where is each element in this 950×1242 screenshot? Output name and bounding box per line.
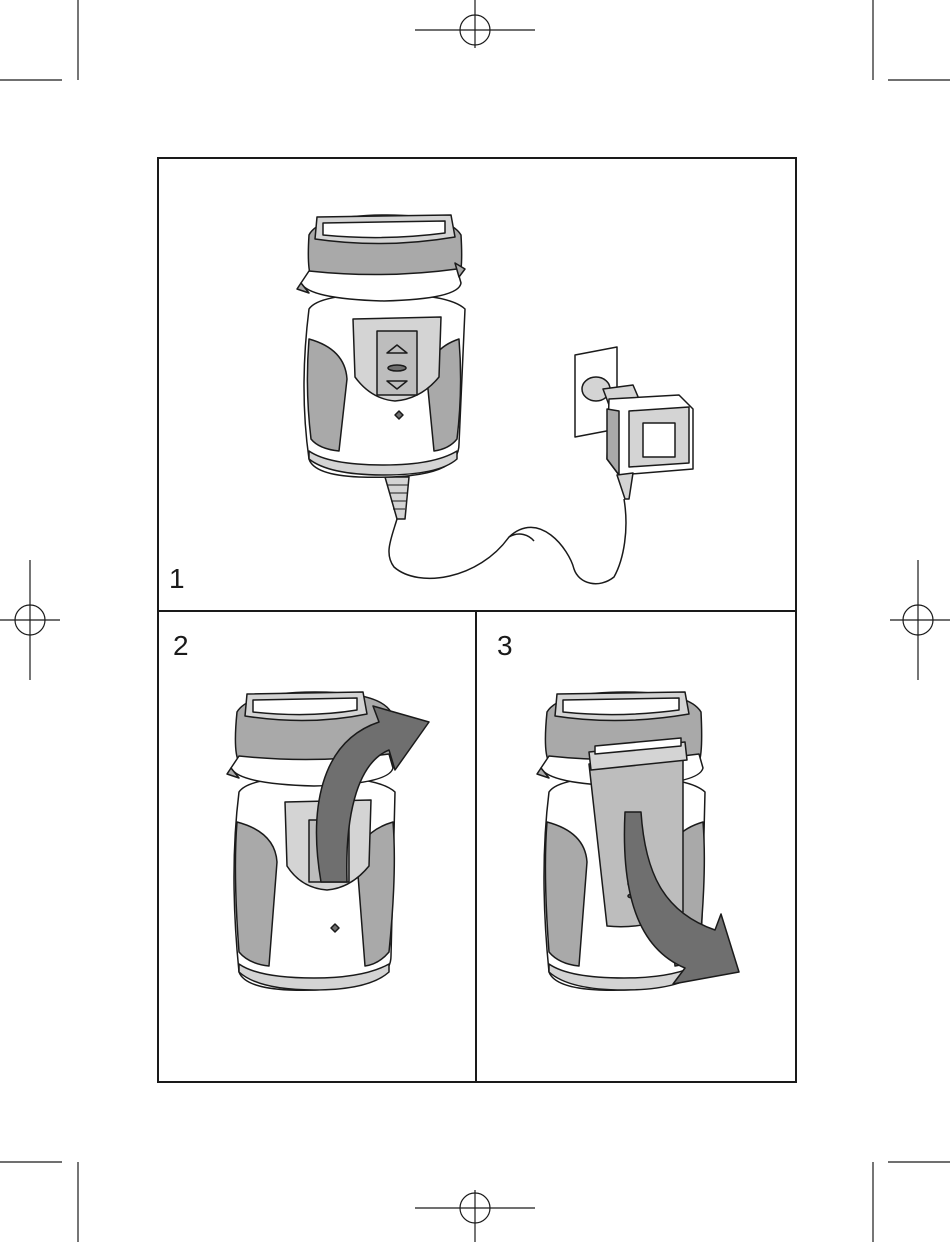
step-2-panel: 2	[159, 612, 477, 1081]
step-1-panel: 1	[159, 159, 795, 612]
step-3-panel: 3	[477, 612, 795, 1081]
illustration-frame: 1	[157, 157, 797, 1083]
shaver-with-charger-illustration	[159, 159, 795, 612]
step-2-number: 2	[173, 632, 189, 660]
step-3-number: 3	[497, 632, 513, 660]
shaver-switch-illustration	[159, 612, 477, 1081]
shaver-trimmer-illustration	[477, 612, 795, 1081]
step-1-number: 1	[169, 565, 185, 593]
